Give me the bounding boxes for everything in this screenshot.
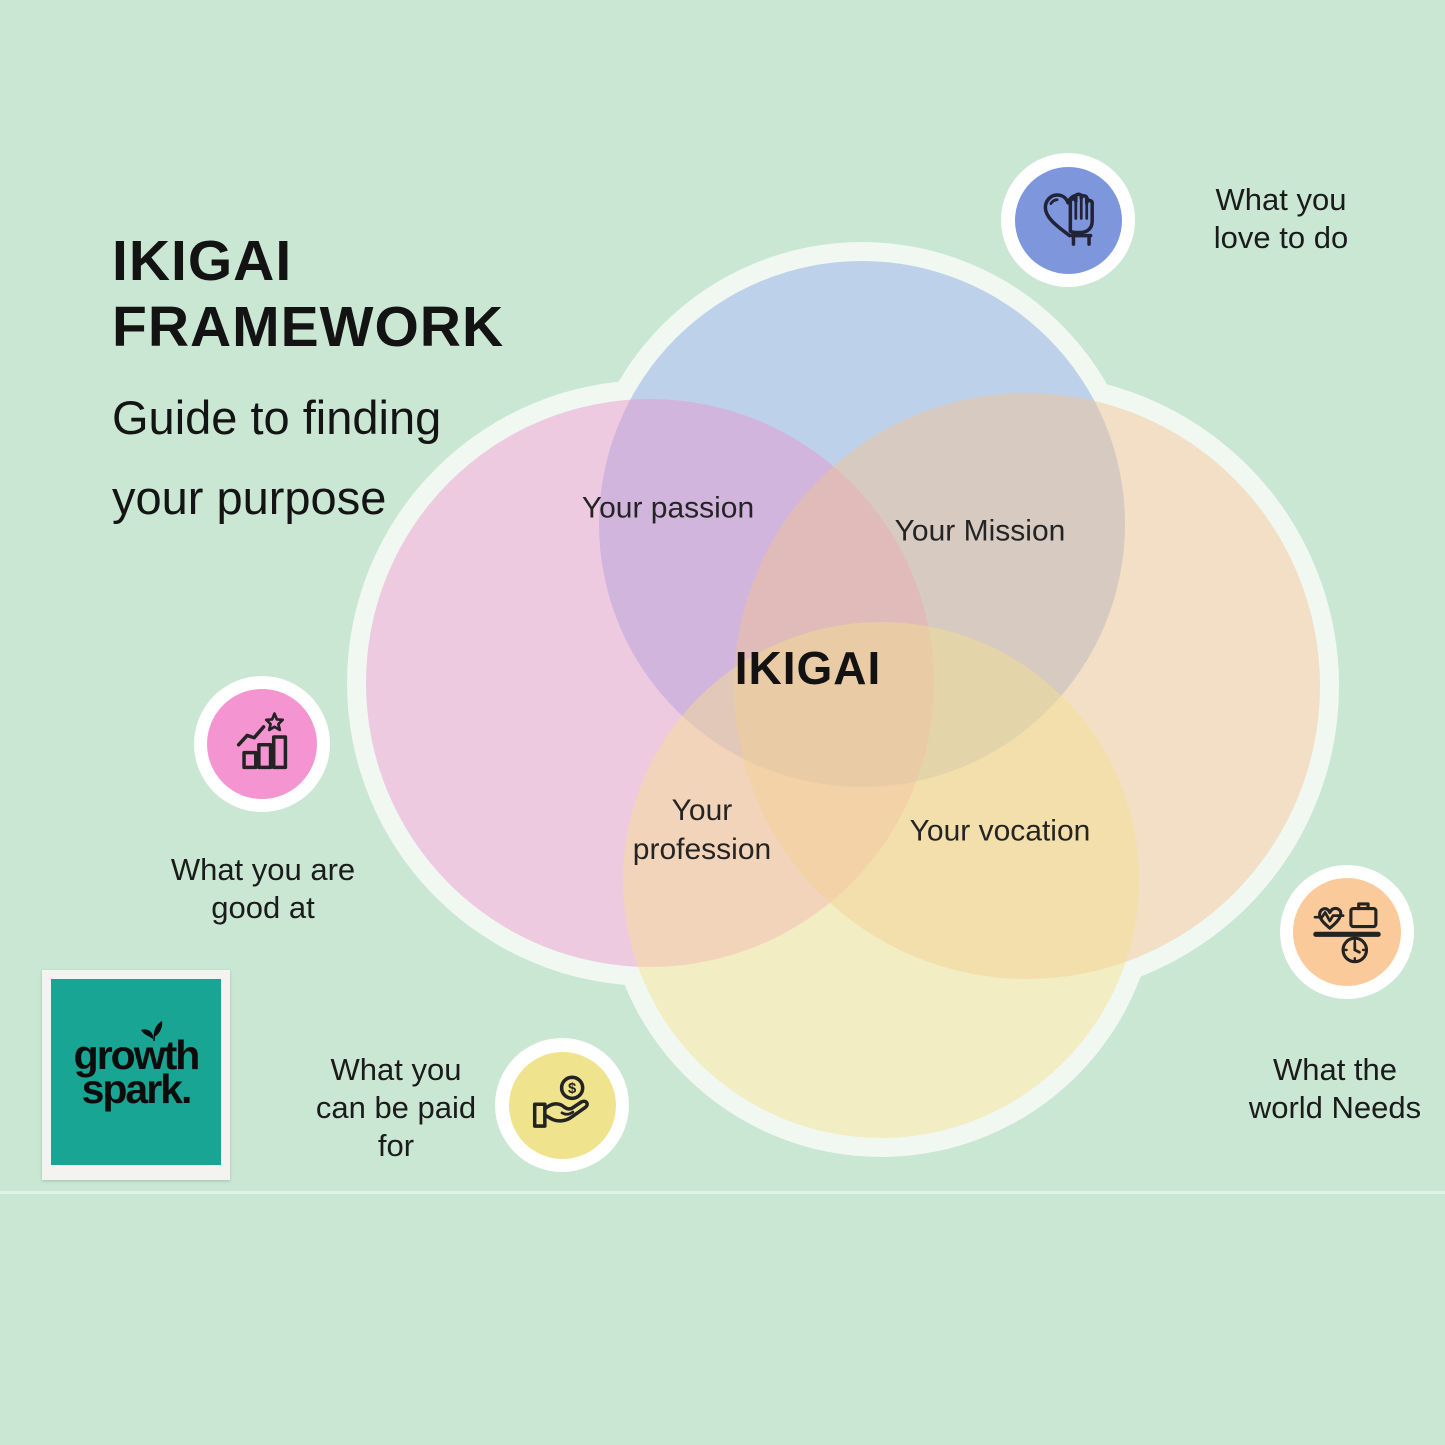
logo-wordmark: growth spark.	[74, 1021, 200, 1110]
caption-good-at: What you are good at	[170, 852, 356, 925]
growth-chart-icon	[236, 712, 288, 770]
growth-spark-logo: growth spark.	[42, 970, 230, 1180]
work-life-balance-icon	[1313, 902, 1381, 964]
caption-paid-for: What you can be paid for	[315, 1052, 477, 1163]
subtitle-line-2: your purpose	[112, 471, 387, 524]
caption-love: What you love to do	[1213, 182, 1349, 255]
page-subtitle: Guide to finding your purpose	[112, 378, 441, 538]
label-ikigai-center: IKIGAI	[734, 642, 882, 694]
subtitle-line-1: Guide to finding	[112, 391, 442, 444]
badge-good-at	[194, 676, 330, 812]
badge-love	[1001, 153, 1135, 287]
photo-seam-line	[0, 1191, 1445, 1194]
badge-world-needs	[1280, 865, 1414, 999]
logo-background: growth spark.	[51, 979, 221, 1165]
dollar-symbol: $	[568, 1081, 577, 1097]
page-title: IKIGAI FRAMEWORK	[112, 228, 504, 360]
label-your-passion: Your passion	[581, 491, 755, 525]
circle-what-world-needs	[734, 393, 1320, 979]
title-line-1: IKIGAI	[112, 229, 293, 293]
label-your-vocation: Your vocation	[909, 814, 1091, 848]
label-your-profession: Your profession	[632, 794, 772, 866]
badge-paid-for: $	[495, 1038, 629, 1172]
venn-circles	[366, 261, 1320, 1138]
circle-what-you-are-good-at	[366, 399, 934, 967]
circle-what-you-are-paid-for	[623, 622, 1139, 1138]
circle-what-you-love	[599, 261, 1125, 787]
caption-world-needs: What the world Needs	[1248, 1052, 1422, 1125]
label-your-mission: Your Mission	[894, 514, 1066, 548]
venn-white-rings	[347, 242, 1339, 1157]
leaf-icon	[140, 1021, 162, 1042]
hand-coin-icon: $	[532, 1075, 589, 1128]
heart-hand-icon	[1043, 192, 1094, 246]
title-line-2: FRAMEWORK	[112, 295, 505, 359]
